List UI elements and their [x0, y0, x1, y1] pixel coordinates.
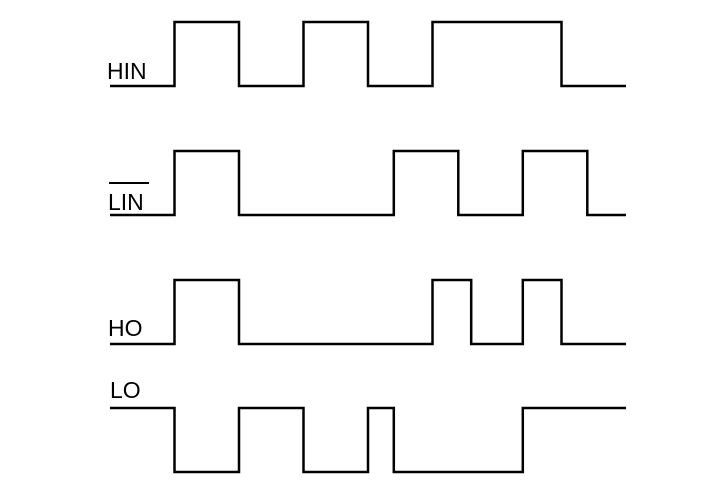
signal-label-hin: HIN — [107, 58, 147, 84]
waveform-ho — [110, 278, 626, 346]
signal-ho: HO — [108, 278, 626, 346]
waveform-hin — [110, 20, 626, 88]
signal-label-lo: LO — [110, 377, 141, 403]
signal-label-ho: HO — [108, 315, 143, 341]
waveform-lo — [110, 406, 626, 474]
signal-hin: HIN — [107, 20, 626, 88]
signal-label-lin: LIN — [108, 189, 144, 215]
signal-lo: LO — [110, 377, 626, 474]
waveform-lin — [110, 149, 626, 217]
signal-lin: LIN — [108, 149, 626, 217]
